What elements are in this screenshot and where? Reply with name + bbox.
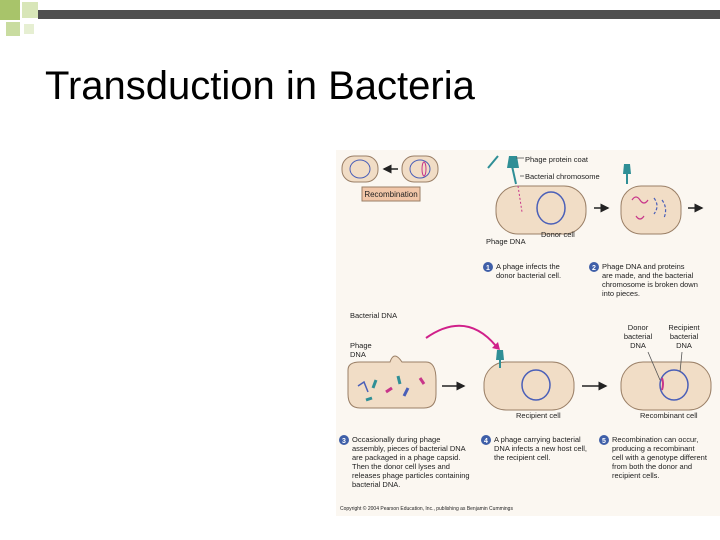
- phage-replicating-cell: [620, 185, 682, 235]
- phage-dna-label-top: Phage DNA: [486, 237, 526, 246]
- donor-cell-label: Donor cell: [541, 230, 575, 239]
- step-text-line: Phage DNA and proteins: [602, 262, 685, 271]
- bacterial-chromosome-label: Bacterial chromosome: [525, 172, 600, 181]
- step-badge: [481, 435, 491, 445]
- lysing-donor-cell: [347, 355, 437, 409]
- phage-icon: [623, 164, 631, 174]
- recipient-chromosome: [521, 369, 551, 401]
- step-text-line: DNA infects a new host cell,: [494, 444, 587, 453]
- phage-dna-label-mid: Phage: [350, 341, 372, 350]
- donor-dna-label: bacterial: [624, 332, 653, 341]
- leader-line: [679, 351, 683, 373]
- step-text-line: Then the donor cell lyses and: [352, 462, 450, 471]
- decor-square: [0, 0, 20, 20]
- step-text-line: chromosome is broken down: [602, 280, 698, 289]
- step-number: 4: [484, 438, 488, 445]
- small-cell-insert: [421, 161, 427, 177]
- decor-square: [6, 22, 20, 36]
- step-number: 5: [602, 438, 606, 445]
- step-text-line: producing a recombinant: [612, 444, 695, 453]
- broken-chromosome: [661, 199, 667, 219]
- transduction-figure: Recombination Phage protein coat Bacteri…: [336, 150, 720, 516]
- step-text-line: recipient cells.: [612, 471, 660, 480]
- step-text-line: A phage carrying bacterial: [494, 435, 581, 444]
- recombinant-cell-label: Recombinant cell: [640, 411, 698, 420]
- step-text-line: donor bacterial cell.: [496, 271, 561, 280]
- phage-dna-fragment: [631, 196, 649, 204]
- transduction-diagram: Recombination Phage protein coat Bacteri…: [336, 150, 720, 516]
- phage-particle: [396, 375, 402, 385]
- step-text-line: A phage infects the: [496, 262, 560, 271]
- step-badge: [483, 262, 493, 272]
- donor-chromosome: [536, 191, 566, 225]
- phage-dna-fragment: [635, 215, 645, 220]
- step-badge: [339, 435, 349, 445]
- phage-icon: [496, 350, 504, 360]
- step-number: 3: [342, 438, 346, 445]
- phage-particle: [402, 387, 410, 397]
- small-cell: [341, 155, 379, 183]
- recombinant-chromosome: [659, 369, 689, 401]
- phage-dna-label-mid: DNA: [350, 350, 366, 359]
- donor-dna-label: Donor: [628, 323, 649, 332]
- injected-phage-dna: [517, 185, 523, 213]
- recipient-cell: [483, 361, 575, 411]
- free-phage-icon: [487, 155, 499, 169]
- transfer-arrow: [425, 324, 497, 347]
- step-text-line: the recipient cell.: [494, 453, 550, 462]
- step-text-line: Occasionally during phage: [352, 435, 440, 444]
- broken-chromosome: [653, 197, 658, 215]
- recipient-dna-label: Recipient: [668, 323, 700, 332]
- step-number: 1: [486, 265, 490, 272]
- step-number: 2: [592, 265, 596, 272]
- donor-dna-label: DNA: [630, 341, 646, 350]
- decorative-squares: [0, 0, 720, 36]
- step-text-line: releases phage particles containing: [352, 471, 470, 480]
- small-cell-chromosome: [349, 159, 371, 179]
- step-text-line: cell with a genotype different: [612, 453, 708, 462]
- dna-fragment: [357, 380, 369, 393]
- step-text-line: Recombination can occur,: [612, 435, 698, 444]
- step-text-line: assembly, pieces of bacterial DNA: [352, 444, 466, 453]
- phage-particle: [418, 377, 426, 385]
- decor-square: [22, 2, 38, 18]
- step-badge: [599, 435, 609, 445]
- small-cell: [401, 155, 439, 183]
- step-badge: [589, 262, 599, 272]
- slide-title: Transduction in Bacteria: [45, 64, 475, 108]
- recombination-label: Recombination: [364, 190, 417, 199]
- donor-cell: [495, 185, 587, 235]
- small-cell-chromosome: [409, 159, 431, 179]
- step-text-line: from both the donor and: [612, 462, 692, 471]
- recombination-box: [361, 186, 421, 202]
- step-text-line: are packaged in a phage capsid.: [352, 453, 460, 462]
- recipient-dna-label: bacterial: [670, 332, 699, 341]
- recipient-cell-label: Recipient cell: [516, 411, 561, 420]
- step-text-line: bacterial DNA.: [352, 480, 400, 489]
- phage-icon: [507, 156, 519, 168]
- donor-dna-segment: [661, 377, 664, 391]
- phage-particle: [385, 386, 393, 394]
- leader-line: [647, 351, 661, 381]
- phage-particle: [365, 396, 373, 402]
- step-text-line: are made, and the bacterial: [602, 271, 694, 280]
- transfer-arrowhead: [492, 342, 500, 350]
- step-text-line: into pieces.: [602, 289, 640, 298]
- phage-protein-coat-label: Phage protein coat: [525, 155, 589, 164]
- phage-tail: [511, 165, 517, 185]
- bacterial-dna-label: Bacterial DNA: [350, 311, 397, 320]
- phage-particle: [371, 379, 378, 389]
- recombinant-cell: [620, 361, 712, 411]
- title-rule: [38, 10, 720, 19]
- decor-square: [24, 24, 34, 34]
- copyright-notice: Copyright © 2004 Pearson Education, Inc.…: [340, 505, 513, 512]
- recipient-dna-label: DNA: [676, 341, 692, 350]
